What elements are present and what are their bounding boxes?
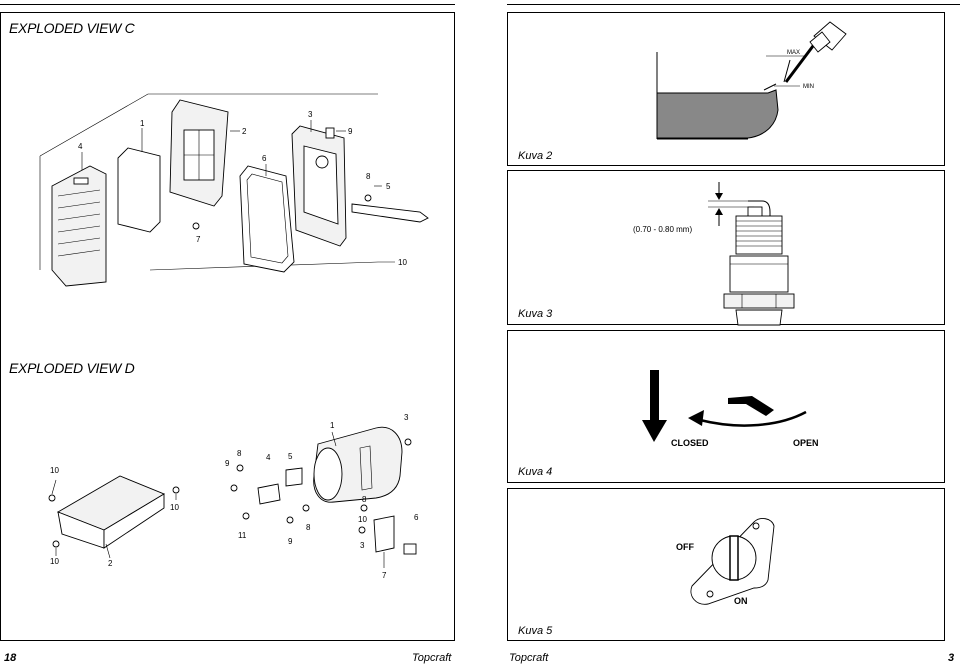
callout-c-1: 1 [140,119,145,128]
callout-d-6: 6 [414,513,419,522]
exploded-view-d-title: EXPLODED VIEW D [9,360,135,376]
callout-d-5: 5 [288,452,293,461]
callout-d-10a: 10 [50,466,59,475]
air-filter-cover [51,165,107,287]
bolt-7 [192,222,200,230]
callout-c-4: 4 [78,142,83,151]
exploded-view-c-title: EXPLODED VIEW C [9,20,135,36]
exploded-view-c-diagram: 1 2 3 4 5 6 7 8 9 10 [39,93,429,287]
callout-c-2: 2 [242,127,247,136]
bracket-7 [373,515,395,553]
right-page-number: 3 [948,652,955,664]
callout-d-8b: 8 [306,523,311,532]
callout-d-1: 1 [330,421,335,430]
callout-c-7: 7 [196,235,201,244]
callout-c-6: 6 [262,154,267,163]
nut-8 [364,194,372,202]
bracket-9 [325,127,335,139]
kuva3-caption: Kuva 3 [518,308,553,320]
right-top-rule [507,4,960,5]
gasket-5 [285,467,303,487]
dipstick-max-label: MAX [787,50,800,56]
left-top-rule [0,4,455,5]
choke-open-label: OPEN [793,438,819,448]
choke-closed-label: CLOSED [671,438,709,448]
kuva4-caption: Kuva 4 [518,466,553,478]
filter-element [117,147,161,233]
left-page-number: 18 [4,652,17,664]
intake-housing [291,125,347,247]
callout-d-8c: 8 [362,495,367,504]
kuva4-panel [507,330,945,483]
callout-d-4: 4 [266,453,271,462]
callout-d-3a: 3 [404,413,409,422]
dipstick-min-label: MIN [803,84,814,90]
callout-d-10b: 10 [50,557,59,566]
filter-case [169,99,229,207]
kuva5-caption: Kuva 5 [518,625,553,637]
breather-tube [351,203,429,223]
callout-c-9: 9 [348,127,353,136]
callout-d-3b: 3 [360,541,365,550]
part-6 [403,543,417,555]
exploded-view-d-diagram: 1 2 3 3 4 5 6 7 8 8 8 9 9 10 10 10 10 11 [48,413,419,580]
callout-d-11: 11 [238,531,247,540]
exhaust-gasket [257,483,281,505]
callout-c-10: 10 [398,258,407,267]
callout-d-10d: 10 [358,515,367,524]
switch-on-label: ON [734,596,748,606]
switch-off-label: OFF [676,542,694,552]
callout-d-9b: 9 [288,537,293,546]
gasket [239,165,295,273]
callout-d-2: 2 [108,559,113,568]
callout-d-7: 7 [382,571,387,580]
right-brand: Topcraft [509,652,549,664]
callout-c-8: 8 [366,172,371,181]
callout-d-9a: 9 [225,459,230,468]
spark-plug-gap-label: (0.70 - 0.80 mm) [633,225,692,234]
kuva2-caption: Kuva 2 [518,150,553,162]
muffler-guard [56,475,166,549]
callout-c-3: 3 [308,110,313,119]
callout-d-10c: 10 [170,503,179,512]
callout-d-8a: 8 [237,449,242,458]
kuva2-panel [507,12,945,166]
callout-c-5: 5 [386,182,391,191]
left-brand: Topcraft [412,652,452,664]
